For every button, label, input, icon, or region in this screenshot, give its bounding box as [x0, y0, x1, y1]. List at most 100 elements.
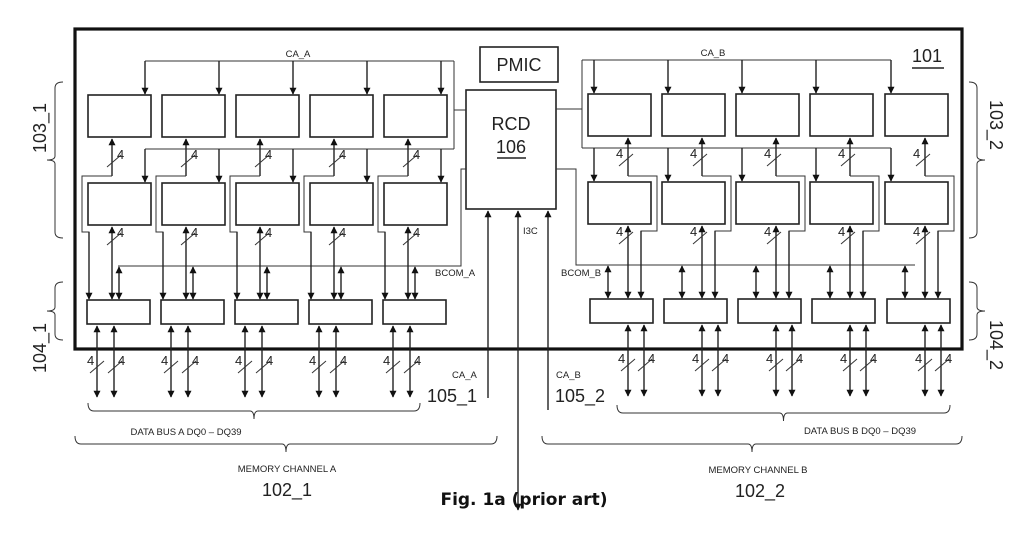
dram-chip — [809, 181, 874, 225]
bus-width-slash — [842, 358, 858, 372]
bus-width-label: 4 — [161, 353, 168, 368]
bus-width-slash — [385, 360, 401, 374]
ca-a-external-label: CA_A — [452, 370, 477, 381]
bus-width-label: 4 — [618, 351, 625, 366]
rcd-block: RCD 106 — [465, 89, 557, 210]
data-bus-a-brace — [87, 402, 421, 420]
bus-width-label: 4 — [117, 147, 124, 162]
data-buffer — [234, 299, 299, 325]
bus-width-label: 4 — [692, 351, 699, 366]
bus-width-label: 4 — [339, 147, 346, 162]
bus-width-label: 4 — [413, 147, 420, 162]
bus-width-slash — [637, 358, 653, 372]
bus-width-label: 4 — [413, 225, 420, 240]
bus-width-slash — [711, 358, 727, 372]
bus-width-label: 4 — [265, 225, 272, 240]
data-buffer — [663, 298, 728, 324]
bus-width-label: 4 — [266, 353, 273, 368]
bus-width-slash — [180, 154, 196, 168]
memory-channel-b-brace — [541, 435, 963, 453]
dram-chip — [309, 94, 374, 138]
bus-width-slash — [311, 360, 327, 374]
bus-width-label: 4 — [191, 147, 198, 162]
data-buffer — [308, 299, 373, 325]
memory-channel-a-brace — [74, 435, 498, 453]
dram-chip — [661, 181, 726, 225]
bus-width-slash — [403, 360, 419, 374]
bus-width-label: 4 — [648, 351, 655, 366]
dram-chip — [383, 182, 448, 226]
rcd-ref-label: 106 — [496, 137, 526, 157]
bus-width-label: 4 — [117, 225, 124, 240]
bus-width-label: 4 — [913, 146, 920, 161]
dram-chip — [735, 93, 800, 137]
bus-width-slash — [328, 154, 344, 168]
bus-width-label: 4 — [913, 224, 920, 239]
bus-width-slash — [402, 154, 418, 168]
bus-width-slash — [915, 231, 931, 245]
i3c-label: I3C — [523, 226, 538, 237]
memory-channel-a-ref: 102_1 — [262, 480, 312, 501]
bus-width-label: 4 — [339, 225, 346, 240]
memory-channel-a-label: MEMORY CHANNEL A — [238, 464, 337, 475]
bus-width-slash — [329, 360, 345, 374]
dram-chip — [235, 94, 300, 138]
bus-width-slash — [768, 358, 784, 372]
bus-width-label: 4 — [383, 353, 390, 368]
bus-width-slash — [766, 231, 782, 245]
bus-width-slash — [785, 358, 801, 372]
data-buffer — [382, 299, 447, 325]
ca-b-external-label: CA_B — [556, 370, 581, 381]
bus-width-slash — [402, 232, 418, 246]
bus-width-slash — [694, 358, 710, 372]
bus-width-slash — [254, 232, 270, 246]
dram-group-a-brace — [46, 81, 64, 239]
bus-width-label: 4 — [766, 351, 773, 366]
bus-width-slash — [89, 360, 105, 374]
ca-a-bus-label: CA_A — [286, 49, 311, 60]
module-ref-label: 101 — [912, 46, 942, 66]
dram-chip — [161, 182, 226, 226]
channel-a-column: 4 4 4 4 — [229, 61, 300, 398]
bus-width-label: 4 — [722, 351, 729, 366]
bus-width-label: 4 — [235, 353, 242, 368]
bus-width-slash — [254, 154, 270, 168]
bus-width-slash — [934, 358, 950, 372]
bcom-a-bus — [118, 168, 466, 267]
dram-chip — [809, 93, 874, 137]
data-bus-b-label: DATA BUS B DQ0 – DQ39 — [804, 426, 916, 437]
bus-width-slash — [618, 153, 634, 167]
dram-chip — [383, 94, 448, 138]
ca-a-external-ref: 105_1 — [427, 386, 477, 407]
bus-width-label: 4 — [796, 351, 803, 366]
dram-chip — [587, 93, 652, 137]
bus-width-slash — [106, 232, 122, 246]
dram-group-b-brace — [968, 81, 986, 239]
bus-width-label: 4 — [870, 351, 877, 366]
bus-width-label: 4 — [690, 224, 697, 239]
bus-width-slash — [328, 232, 344, 246]
dram-chip — [87, 94, 152, 138]
data-bus-a-label: DATA BUS A DQ0 – DQ39 — [130, 427, 241, 438]
dram-chip — [87, 182, 152, 226]
bus-width-label: 4 — [840, 351, 847, 366]
bus-width-slash — [692, 153, 708, 167]
bus-width-label: 4 — [265, 147, 272, 162]
dram-chip — [735, 181, 800, 225]
memory-channel-b-ref: 102_2 — [735, 481, 785, 502]
bus-width-label: 4 — [118, 353, 125, 368]
dram-chip — [309, 182, 374, 226]
bus-width-slash — [107, 360, 123, 374]
dram-chip — [235, 182, 300, 226]
buffer-group-a-ref: 104_1 — [30, 323, 51, 373]
bcom-a-label: BCOM_A — [435, 268, 476, 279]
bus-width-slash — [163, 360, 179, 374]
